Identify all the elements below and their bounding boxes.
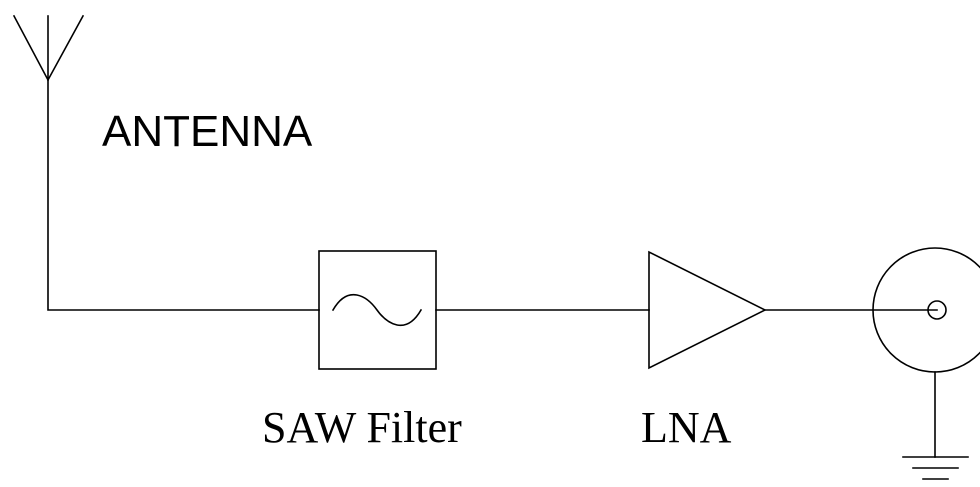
saw-filter-label: SAW Filter xyxy=(262,403,462,452)
tilde-icon xyxy=(331,293,423,327)
ground-symbol xyxy=(902,371,969,480)
antenna-label: ANTENNA xyxy=(102,107,313,156)
lna-amplifier-symbol xyxy=(648,250,767,370)
lna-label: LNA xyxy=(641,403,732,452)
antenna-feed-wire xyxy=(47,79,320,311)
antenna-symbol xyxy=(12,14,85,82)
saw-filter-block xyxy=(318,250,437,370)
